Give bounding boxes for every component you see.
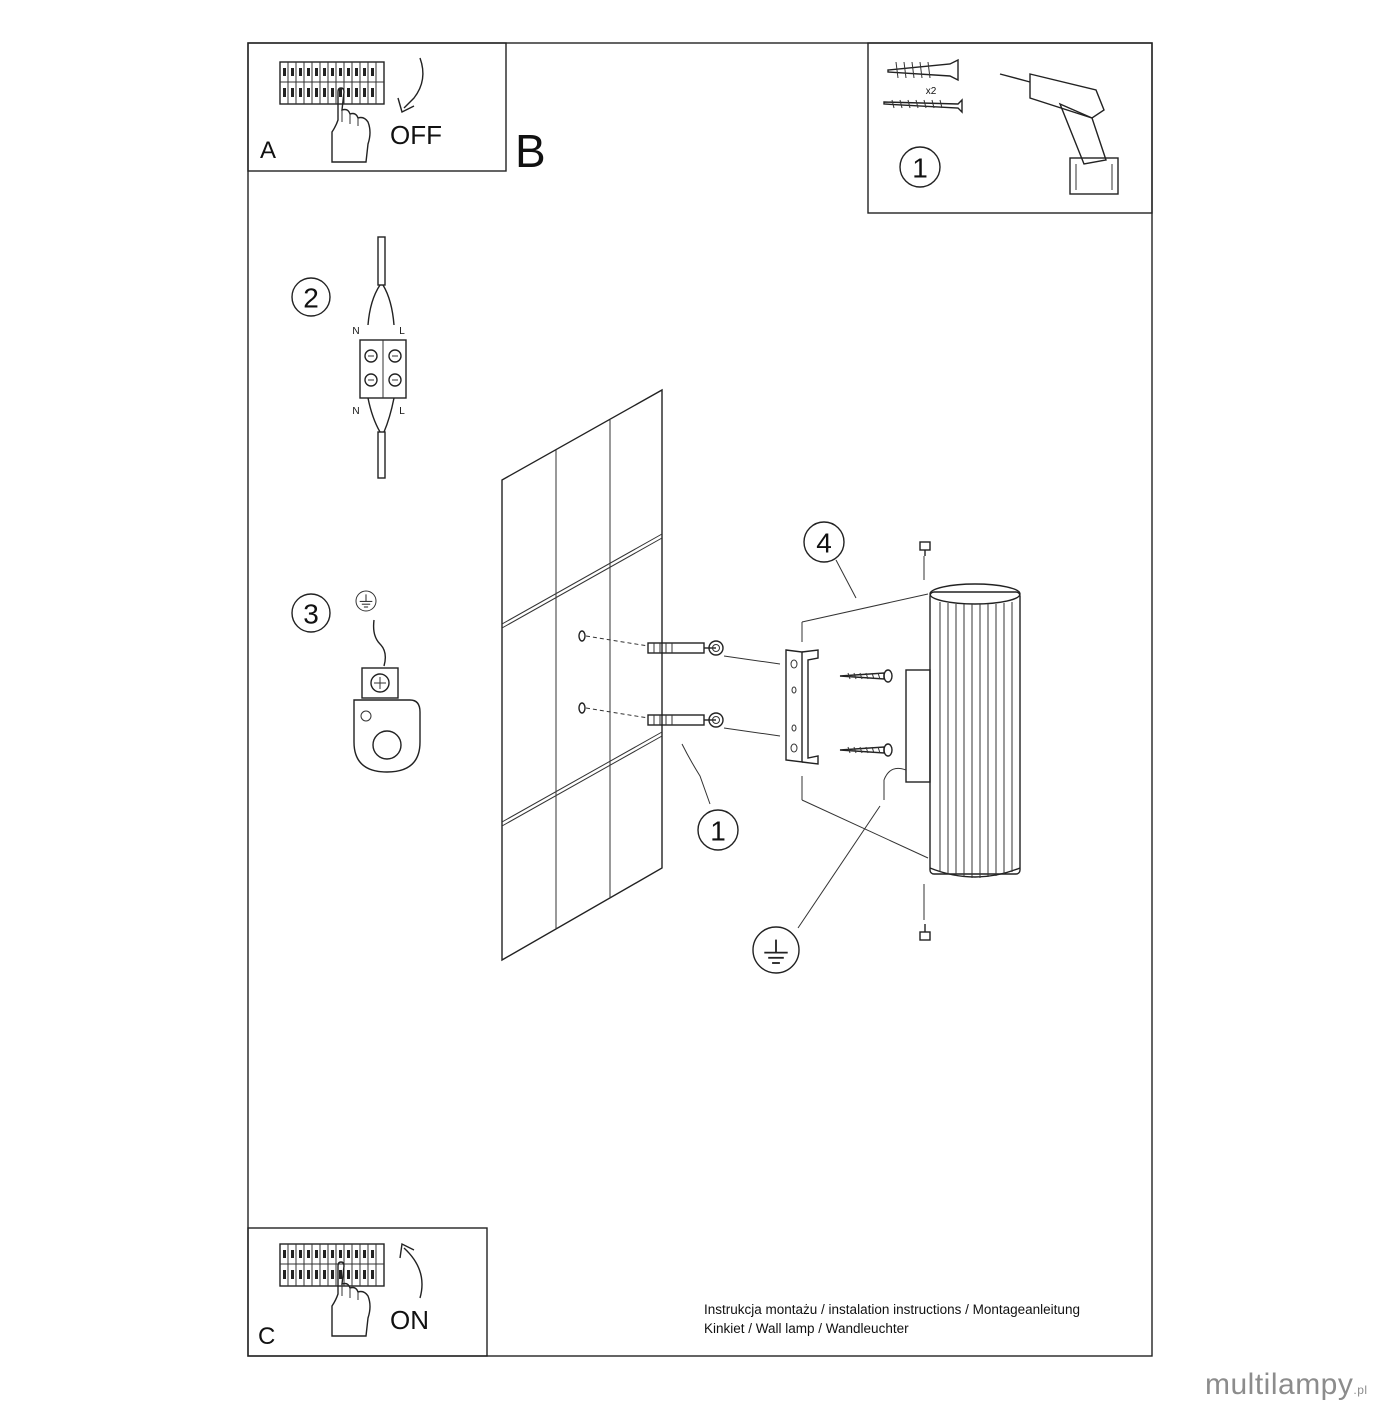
drill-icon — [999, 73, 1119, 195]
panel-a: A OFF — [247, 42, 507, 172]
label-n-bottom: N — [352, 406, 359, 417]
footer-line-1: Instrukcja montażu / instalation instruc… — [704, 1302, 1080, 1317]
arrow-icon-c — [403, 1247, 423, 1299]
brand-logo: multilampy.pl — [1205, 1368, 1368, 1402]
sheet-border — [247, 42, 1153, 1357]
wall-plug-icon-upper — [647, 640, 724, 656]
panel-c-letter: C — [258, 1323, 275, 1350]
label-n-top: N — [352, 326, 359, 337]
footer-text: Instrukcja montażu / instalation instruc… — [704, 1300, 1080, 1338]
tile-wall-icon — [501, 388, 663, 962]
terminal-block-icon — [359, 339, 407, 399]
breaker-panel-icon-c — [279, 1243, 385, 1287]
breaker-panel-icon — [279, 61, 385, 105]
step-2-number: 2 — [303, 283, 319, 314]
step-1-tools: 1 — [912, 153, 928, 184]
step-3-number: 3 — [303, 599, 319, 630]
wiring-step: 2 N L N L — [291, 236, 407, 479]
on-label: ON — [390, 1305, 429, 1335]
panel-b-letter: B — [515, 125, 546, 177]
step-1-anchor: 1 — [710, 816, 726, 847]
lamp-cylinder-icon — [883, 541, 1021, 941]
hand-icon — [331, 87, 371, 163]
ground-symbol-icon — [359, 593, 373, 608]
label-l-top: L — [399, 326, 405, 337]
wall-plug-icon — [887, 58, 959, 82]
mounting-bracket-icon — [785, 649, 819, 765]
panel-c: C ON — [247, 1227, 488, 1357]
brand-name: multilampy — [1205, 1368, 1354, 1401]
screw-icon-upper — [839, 669, 893, 683]
exploded-guides — [801, 593, 929, 859]
step-4-number: 4 — [816, 528, 832, 559]
off-label: OFF — [390, 120, 442, 150]
brand-suffix: .pl — [1353, 1383, 1368, 1397]
tools-panel: x2 1 — [867, 42, 1153, 214]
quantity-label: x2 — [926, 86, 937, 97]
label-l-bottom: L — [399, 406, 405, 417]
ground-symbol-icon-main — [752, 805, 881, 974]
wall-plug-icon-lower — [647, 712, 724, 728]
ground-clamp-icon — [353, 667, 421, 773]
anchor-assembly: 1 — [578, 630, 781, 851]
screw-icon-lower — [839, 743, 893, 757]
screw-icon — [883, 98, 963, 114]
ground-step: 3 — [291, 590, 421, 773]
arrow-icon — [403, 57, 424, 109]
panel-a-letter: A — [260, 137, 276, 164]
footer-line-2: Kinkiet / Wall lamp / Wandleuchter — [704, 1321, 909, 1336]
